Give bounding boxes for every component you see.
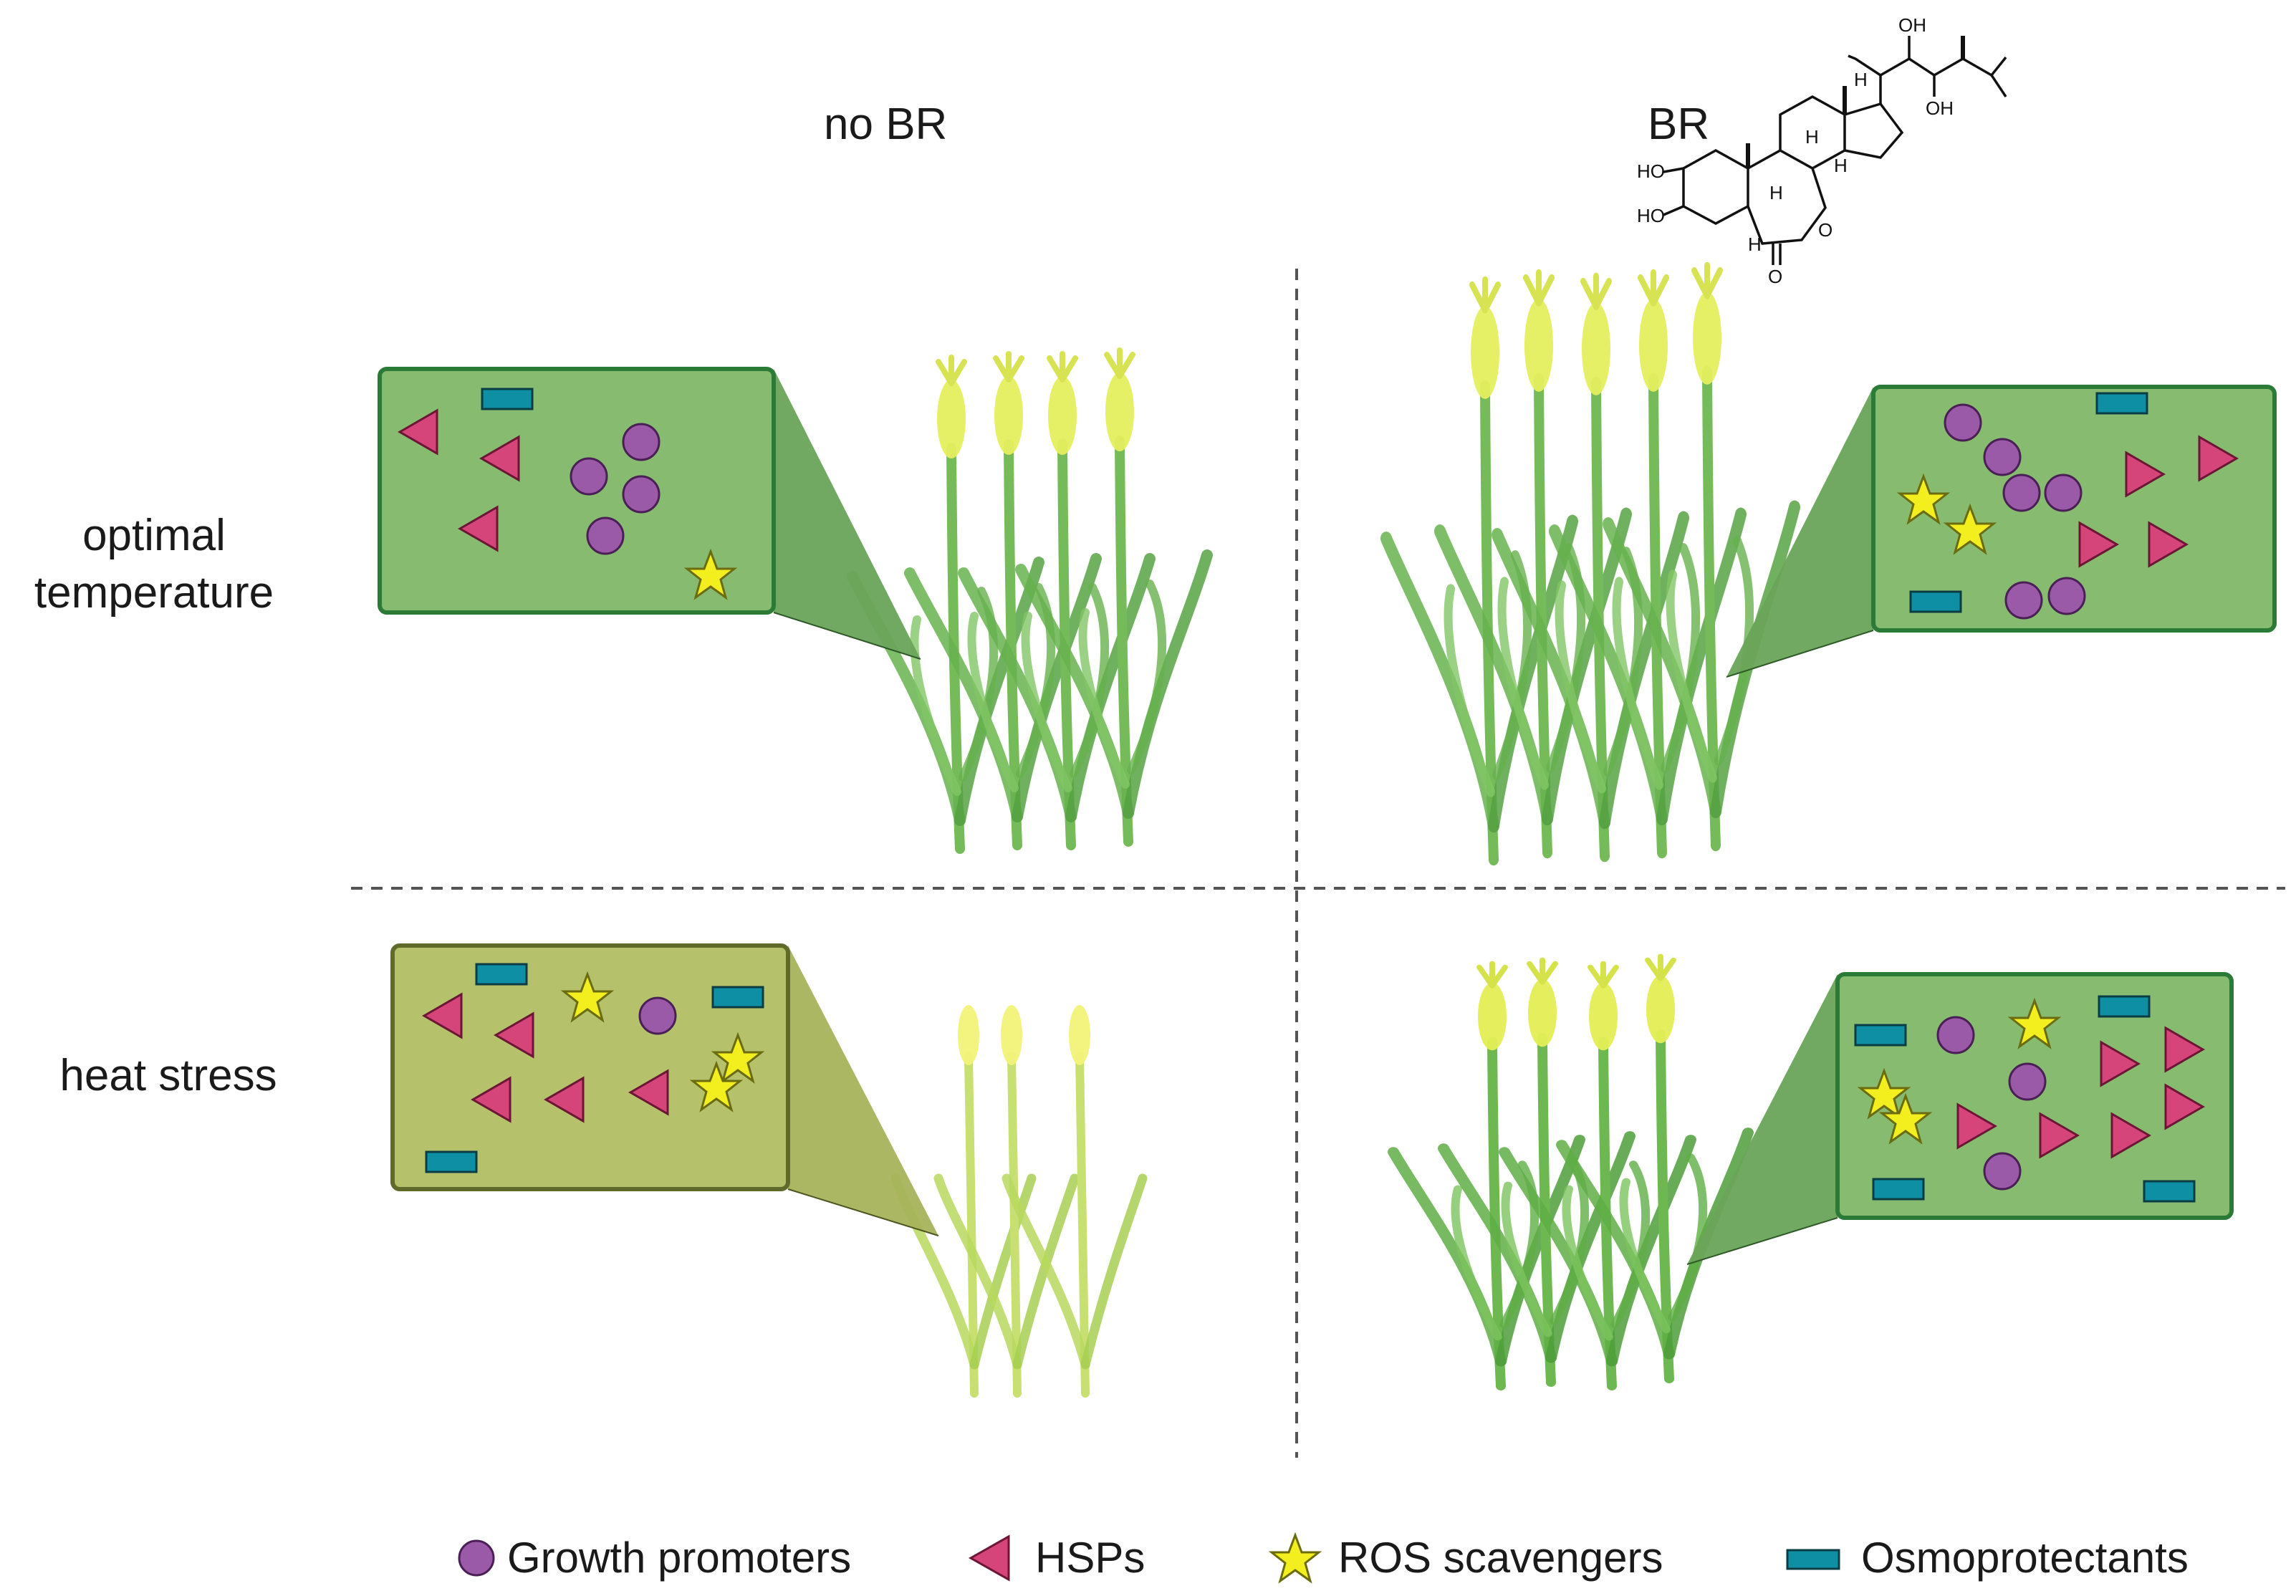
plants-optimal-nobr bbox=[852, 350, 1207, 849]
legend-label-hsps: HSPs bbox=[1035, 1534, 1145, 1582]
zoom-cone-heat-nobr bbox=[788, 946, 938, 1236]
column-label-no-br: no BR bbox=[824, 100, 948, 149]
atom-h-4: H bbox=[1769, 182, 1783, 203]
atom-h-5: H bbox=[1748, 234, 1762, 255]
atom-o-ring: O bbox=[1818, 219, 1833, 241]
zoom-cone-optimal-br bbox=[1726, 387, 1873, 677]
plants-heat-nobr bbox=[895, 1005, 1143, 1393]
atom-oh-side: OH bbox=[1926, 97, 1954, 119]
legend-label-growth-promoters: Growth promoters bbox=[507, 1534, 852, 1582]
atom-ho-2: HO bbox=[1637, 205, 1665, 226]
row-label-temperature: temperature bbox=[34, 568, 274, 617]
atom-oh-top: OH bbox=[1898, 14, 1926, 36]
row-label-optimal-temperature: optimal temperature bbox=[21, 507, 287, 622]
inset-optimal-nobr bbox=[378, 367, 776, 615]
plants-heat-br bbox=[1393, 956, 1748, 1386]
atom-h-1: H bbox=[1854, 69, 1868, 90]
legend-icons bbox=[458, 1532, 1840, 1584]
legend-label-ros-scavengers: ROS scavengers bbox=[1338, 1534, 1663, 1582]
legend-label-osmoprotectants: Osmoprotectants bbox=[1861, 1534, 2189, 1582]
br-molecule-structure bbox=[1663, 36, 2007, 265]
inset-heat-nobr bbox=[390, 943, 790, 1191]
magenta-triangle-icon bbox=[968, 1534, 1010, 1582]
yellow-star-icon bbox=[1268, 1532, 1322, 1584]
column-label-br: BR bbox=[1648, 100, 1710, 149]
teal-rectangle-icon bbox=[1786, 1549, 1840, 1570]
row-label-heat-stress: heat stress bbox=[59, 1051, 277, 1100]
row-label-optimal: optimal bbox=[82, 511, 226, 560]
zoom-cone-optimal-nobr bbox=[774, 369, 921, 659]
atom-h-2: H bbox=[1805, 126, 1819, 148]
zoom-cone-heat-br bbox=[1687, 974, 1838, 1264]
atom-ho-1: HO bbox=[1637, 160, 1665, 182]
inset-optimal-br bbox=[1871, 385, 2277, 633]
atom-h-3: H bbox=[1834, 155, 1848, 176]
purple-circle-icon bbox=[458, 1539, 495, 1577]
plants-optimal-br bbox=[1386, 266, 1795, 860]
atom-o-keto: O bbox=[1768, 266, 1782, 287]
br-molecule-labels: OH OH HO HO O O H H H H H bbox=[1637, 14, 1954, 287]
inset-heat-br bbox=[1835, 972, 2234, 1220]
